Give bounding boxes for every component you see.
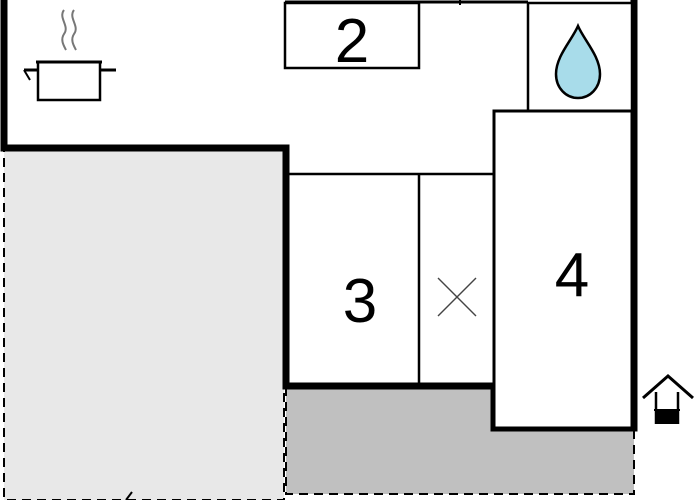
- water-drop-icon: [554, 22, 602, 100]
- cross-mark-icon: [437, 277, 477, 317]
- room-2-box: [283, 1, 421, 70]
- terrace-area-dark: [285, 387, 635, 495]
- room-4-label: 4: [555, 241, 589, 310]
- room-4-box: [492, 109, 634, 430]
- terrace-area-light: [3, 147, 285, 500]
- edge-mark: [125, 491, 133, 500]
- room-3-label: 3: [343, 267, 377, 336]
- room-2-label: 2: [335, 7, 369, 76]
- kitchen-pot-icon: [23, 9, 116, 102]
- entrance-house-icon: [642, 374, 694, 424]
